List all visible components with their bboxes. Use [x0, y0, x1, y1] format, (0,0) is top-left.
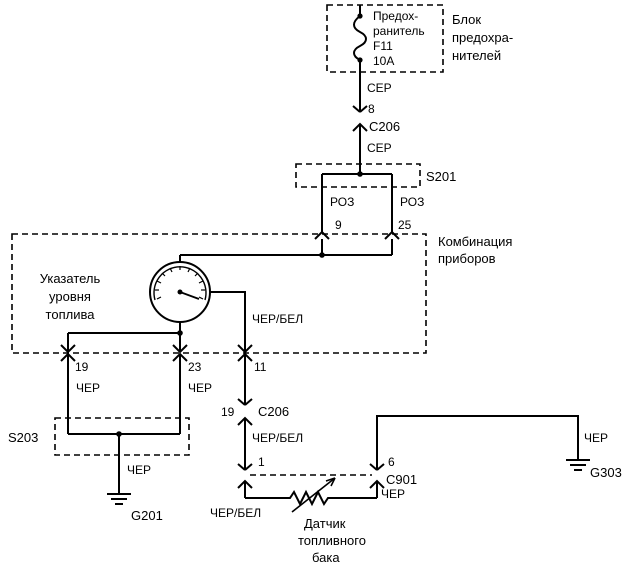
c901-pin1-arrow-down: [237, 463, 253, 471]
fuse-label-line-2: ранитель: [373, 24, 425, 38]
wire-cher-g303: [376, 415, 579, 470]
wire-label-cher-c901: ЧЕР: [381, 487, 405, 501]
pin-c901-1-label: 1: [258, 455, 265, 469]
connector-c206-top: C206: [369, 119, 400, 134]
wire-label-cher-bel-gauge: ЧЕР/БЕЛ: [252, 312, 303, 326]
fuse-label-line-3: F11: [373, 39, 393, 53]
fuse-block-outline: [326, 4, 444, 73]
wire-label-roz-right: РОЗ: [400, 195, 424, 209]
fuse-block-label-line-3: нителей: [452, 48, 501, 63]
fuse-block-label-line-2: предохра-: [452, 30, 513, 45]
fuse-f11: [353, 5, 367, 63]
fuel-gauge-icon: [149, 261, 211, 323]
gauge-label-line-3: топлива: [46, 307, 96, 322]
instrument-cluster-outline: [11, 233, 427, 354]
c206-mid-arrow-down: [237, 398, 253, 406]
wire-label-cher-bel-c206: ЧЕР/БЕЛ: [252, 431, 303, 445]
splice-s203-label: S203: [8, 430, 38, 445]
fuse-label-line-1: Предох-: [373, 9, 418, 23]
ground-g201-icon: [107, 493, 131, 505]
c206-top-arrow-down: [352, 105, 368, 113]
fuel-sender-wiper-arrowhead: [325, 477, 336, 487]
pin-23-connector: [172, 344, 188, 354]
fuel-sender-resistor-icon: [245, 489, 377, 507]
pin-25-label: 25: [398, 218, 412, 232]
pin-9-connector: [314, 230, 330, 240]
fuse-label-line-4: 10A: [373, 54, 394, 68]
c901-pin6-arrow-down: [369, 463, 385, 471]
wire-label-ser-top: СЕР: [367, 81, 392, 95]
pin-19-label: 19: [75, 360, 89, 374]
splice-s203-outline: [54, 417, 190, 456]
pin-c206-top: 8: [368, 102, 375, 116]
cluster-label-line-2: приборов: [438, 251, 496, 266]
ground-g303-icon: [566, 459, 590, 471]
connector-c206-mid: C206: [258, 404, 289, 419]
connector-c901-label: C901: [386, 472, 417, 487]
sender-label-line-3: бака: [312, 550, 340, 565]
wire-label-cher-g303: ЧЕР: [584, 431, 608, 445]
fuse-block-label-line-1: Блок: [452, 12, 481, 27]
pin-c901-6-label: 6: [388, 455, 395, 469]
gauge-label-line-1: Указатель: [40, 271, 101, 286]
splice-s201-outline: [295, 163, 421, 188]
pin-c206-19-label: 19: [221, 405, 235, 419]
pin-11-label: 11: [254, 360, 267, 374]
ground-g303-label: G303: [590, 465, 622, 480]
sender-label-line-1: Датчик: [304, 516, 346, 531]
wire-label-cher-g201: ЧЕР: [127, 463, 151, 477]
pin-9-label: 9: [335, 218, 342, 232]
junction-dot: [319, 252, 325, 258]
wire-gauge-signal: [210, 291, 246, 352]
sender-label-line-2: топливного: [298, 533, 366, 548]
gauge-label-line-2: уровня: [49, 289, 91, 304]
pin-23-label: 23: [188, 360, 202, 374]
pin-25-connector: [384, 230, 400, 240]
fuel-sender-wiper-icon: [291, 477, 336, 513]
pin-19-connector: [60, 344, 76, 354]
wire-label-cher-bel-sender: ЧЕР/БЕЛ: [210, 506, 261, 520]
wire-label-cher-23: ЧЕР: [188, 381, 212, 395]
wire-label-roz-left: РОЗ: [330, 195, 354, 209]
ground-g201-label: G201: [131, 508, 163, 523]
pin-11-connector: [237, 344, 253, 354]
splice-s201-label: S201: [426, 169, 456, 184]
wire-label-ser-mid: СЕР: [367, 141, 392, 155]
wire-label-cher-19: ЧЕР: [76, 381, 100, 395]
cluster-label-line-1: Комбинация: [438, 234, 512, 249]
